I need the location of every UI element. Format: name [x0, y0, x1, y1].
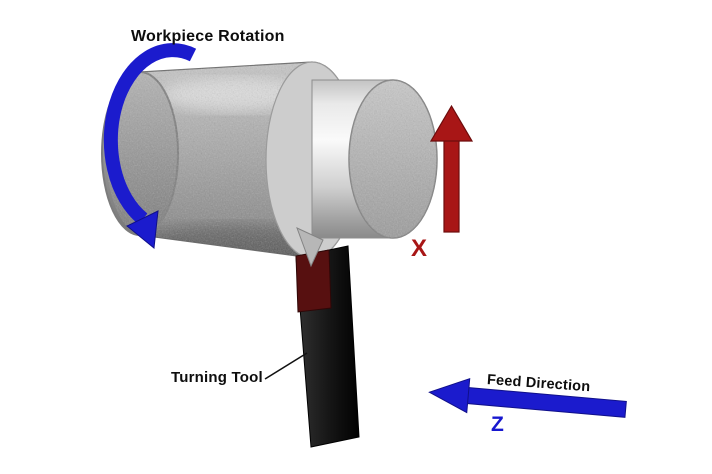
x-arrow-shaft	[443, 137, 460, 233]
x-axis-arrow	[429, 104, 474, 233]
rotation-arrow-arc	[103, 43, 197, 225]
turning-tool-label: Turning Tool	[171, 369, 263, 386]
feed-arrow-head	[428, 377, 471, 414]
turning-tool	[295, 227, 360, 448]
z-axis-label: Z	[491, 413, 505, 436]
feed-direction-arrow	[428, 377, 627, 418]
workpiece-rotation-label: Workpiece Rotation	[131, 28, 285, 45]
tool-tip	[296, 227, 324, 268]
rotation-arrow-head	[126, 210, 159, 249]
x-arrow-head	[429, 104, 474, 142]
turning-tool-callout-line	[264, 352, 308, 380]
workpiece-rotation-arrow	[103, 43, 197, 249]
x-axis-label: X	[411, 235, 428, 262]
machined-face-texture	[349, 80, 437, 238]
workpiece-cylinder	[101, 61, 438, 259]
